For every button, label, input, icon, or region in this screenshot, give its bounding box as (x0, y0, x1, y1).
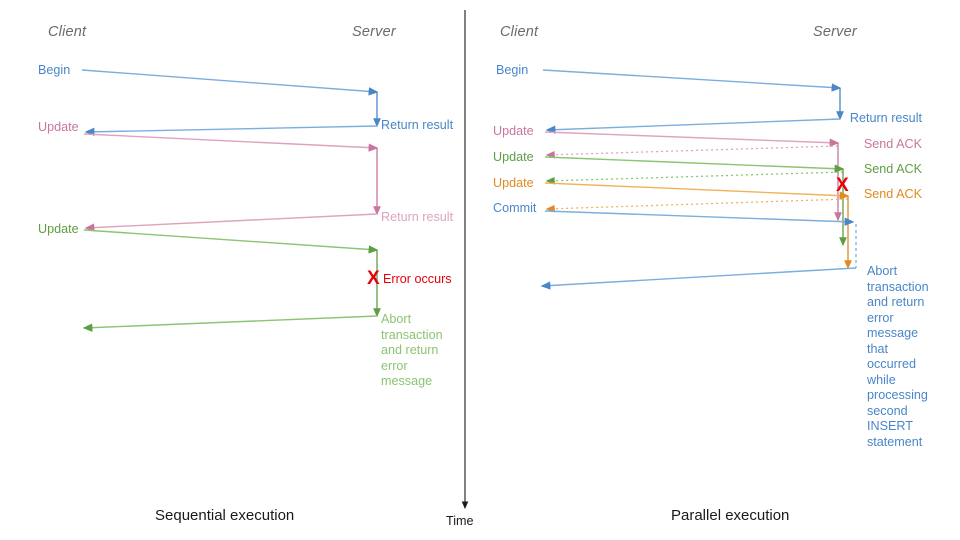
error-x-icon-sequential: X (367, 268, 380, 289)
arrow-par-ack-1 (545, 145, 839, 159)
message-label-seq-abort: Abort transaction and return error messa… (381, 312, 443, 388)
message-label-par-update-2: Update (493, 150, 534, 164)
arrow-seq-update-1 (83, 133, 379, 152)
arrow-par-ack-3 (545, 198, 849, 213)
error-x-icon-parallel: X (836, 175, 849, 196)
arrow-par-begin (542, 69, 842, 92)
message-label-par-update-3: Update (493, 176, 534, 190)
message-label-par-commit: Commit (493, 201, 537, 215)
message-label-par-begin: Begin (496, 63, 529, 77)
arrow-seq-return-1 (84, 125, 378, 137)
message-label-seq-return-result-1: Return result (381, 118, 454, 132)
arrow-seq-abort (82, 315, 378, 332)
message-label-seq-return-result-2: Return result (381, 210, 454, 224)
time-axis-label: Time (446, 514, 474, 528)
message-label-par-update-1: Update (493, 124, 534, 138)
panel-sequential-execution: Client Server Begin Return result Update… (0, 0, 465, 540)
message-label-par-send-ack-3: Send ACK (863, 187, 922, 201)
message-label-par-send-ack-2: Send ACK (863, 162, 922, 176)
message-label-seq-begin: Begin (38, 63, 71, 77)
panel-parallel-execution: Client Server Begin Return result Update… (465, 0, 960, 540)
message-label-seq-error-occurs: Error occurs (383, 272, 452, 286)
message-label-seq-update-2: Update (38, 222, 79, 236)
arrow-par-abort (540, 267, 857, 290)
lane-label-server-parallel: Server (813, 24, 857, 40)
arrow-par-update-3 (544, 182, 850, 200)
message-label-seq-update-1: Update (38, 120, 79, 134)
caption-parallel-execution: Parallel execution (671, 507, 790, 524)
arrow-seq-return-2 (84, 213, 378, 232)
arrow-par-update-1 (544, 131, 840, 147)
message-label-par-return-result: Return result (849, 111, 922, 125)
arrow-par-update-2 (544, 156, 845, 173)
arrow-seq-begin (81, 69, 379, 96)
arrow-par-commit (544, 210, 855, 226)
lane-label-server-sequential: Server (352, 24, 396, 40)
arrow-seq-update-2 (83, 229, 379, 254)
caption-sequential-execution: Sequential execution (155, 507, 295, 524)
lane-label-client-sequential: Client (48, 24, 87, 40)
message-label-par-send-ack-1: Send ACK (863, 137, 922, 151)
arrow-par-return (545, 118, 841, 134)
arrow-par-ack-2 (545, 171, 844, 185)
lane-label-client-parallel: Client (500, 24, 539, 40)
message-label-par-abort: Abort transaction and return error messa… (867, 264, 929, 449)
